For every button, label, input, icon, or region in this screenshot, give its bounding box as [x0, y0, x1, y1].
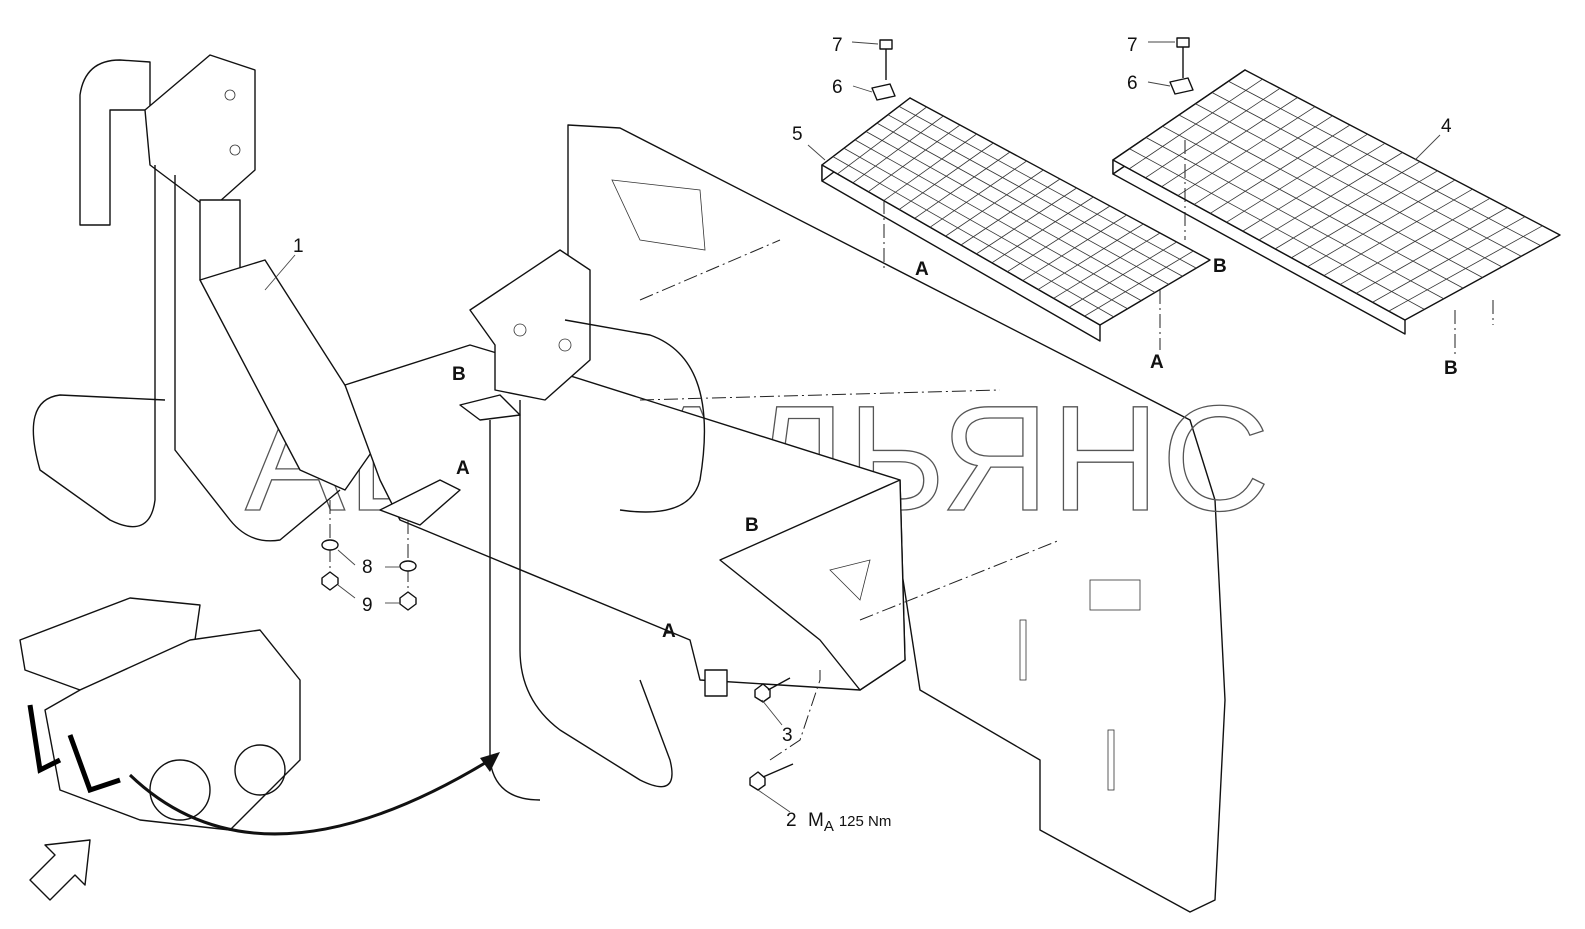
- washers-8: [321, 539, 417, 572]
- label-part-6: 6: [832, 77, 843, 98]
- label-part-5: 5: [792, 124, 803, 145]
- grate-5: [821, 97, 1211, 342]
- ref-letter-b: B: [1213, 256, 1227, 277]
- ref-letter-a: A: [456, 458, 470, 479]
- label-part-3: 3: [782, 725, 793, 746]
- label-part-1: 1: [293, 236, 304, 257]
- label-part-2: 2: [786, 810, 797, 831]
- ref-letter-b: B: [1444, 358, 1458, 379]
- clamps-6: [871, 77, 1194, 101]
- ref-letter-a: A: [915, 259, 929, 280]
- bracket-b: [459, 394, 521, 421]
- label-part-7: 7: [832, 35, 843, 56]
- label-part-6: 6: [1127, 73, 1138, 94]
- direction-arrow: [128, 758, 491, 836]
- bolt-3: [754, 677, 791, 703]
- ref-letter-a: A: [662, 621, 676, 642]
- bolt-2: [749, 763, 794, 791]
- arrow-head-icon: [480, 752, 500, 772]
- label-part-8: 8: [362, 557, 373, 578]
- label-part-9: 9: [362, 595, 373, 616]
- ref-letter-b: B: [745, 515, 759, 536]
- machine-overview-thumbnail: [19, 597, 301, 831]
- label-part-4: 4: [1441, 116, 1452, 137]
- bracket-a: [379, 479, 461, 526]
- grate-4: [1112, 69, 1561, 335]
- nuts-9: [321, 571, 417, 611]
- leader-lines: [264, 41, 1441, 813]
- ref-letter-a: A: [1150, 352, 1164, 373]
- ref-letter-b: B: [452, 364, 466, 385]
- view-direction-arrow-icon: [29, 839, 91, 901]
- label-part-7: 7: [1127, 35, 1138, 56]
- step-assembly-1: [32, 54, 381, 542]
- bolts-7: [879, 37, 1190, 80]
